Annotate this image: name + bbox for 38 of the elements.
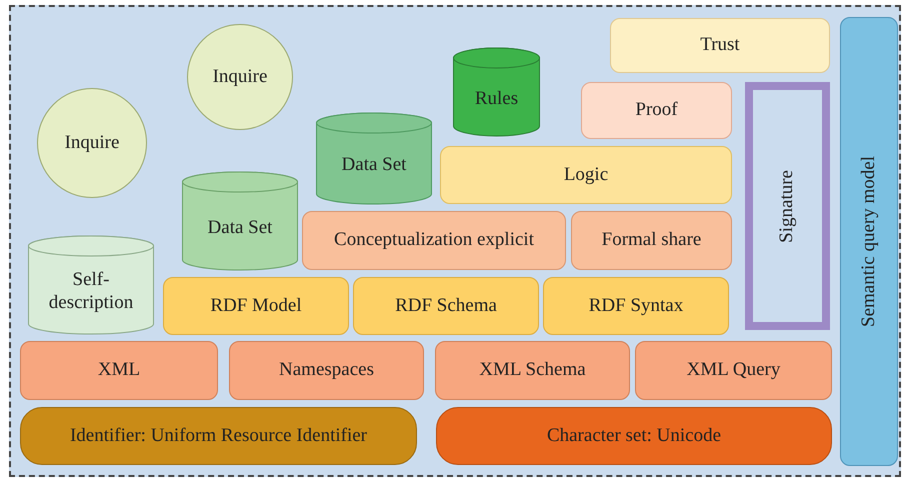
node-label: XML Query [686,359,780,382]
layer-box [543,277,729,335]
layer-box [635,341,832,400]
node-label: XML Schema [479,359,586,382]
node-label: RDF Schema [395,294,497,318]
node-label: XML [98,359,140,382]
node-label: Inquire [212,66,268,88]
layer-box [20,407,417,465]
layer-box [610,18,830,73]
layer-box [302,211,566,270]
node-label: Character set: Unicode [546,424,722,448]
node-label: Data Set [342,154,406,177]
layer-box [571,211,732,270]
layer-box [840,17,898,466]
node-label: Namespaces [279,359,374,382]
node-label: Data Set [208,216,272,240]
layer-box [20,341,218,400]
layer-box [163,277,349,335]
node-label: Formal share [602,229,702,252]
node-label: Trust [700,34,740,57]
node-label: Identifier: Uniform Resource Identifier [70,424,368,448]
layer-box [440,146,732,204]
node-label: Inquire [64,132,120,154]
layer-box [581,82,732,139]
node-label: Logic [564,164,608,186]
node-label: Rules [474,88,518,110]
node-label: Proof [635,99,678,122]
layer-box [229,341,424,400]
layer-box [435,341,630,400]
node-label: Conceptualization explicit [334,229,534,252]
node-label: Signature [776,170,798,242]
frame-box [745,82,830,330]
node-label: Semantic query model [858,156,880,327]
node-label: RDF Syntax [588,294,684,318]
layer-box [436,407,832,465]
layer-box [353,277,539,335]
node-label: RDF Model [210,294,302,318]
node-label: Self-description [48,269,134,315]
